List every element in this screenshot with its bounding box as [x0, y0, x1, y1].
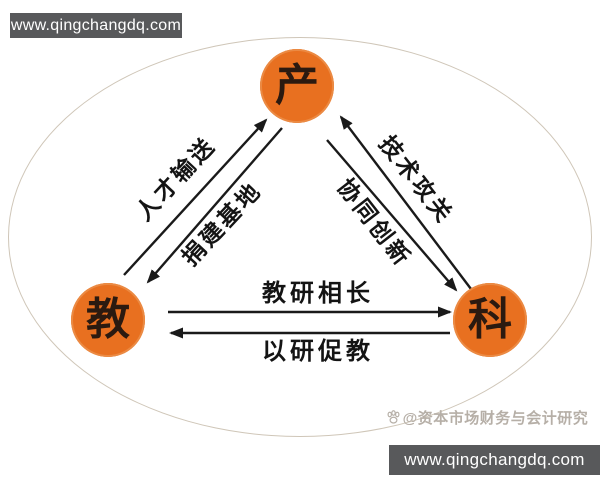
paw-logo-icon — [387, 409, 400, 424]
credit-watermark-text: @资本市场财务与会计研究 — [402, 409, 589, 427]
watermark-bar-top: www.qingchangdq.com — [10, 13, 182, 38]
node-science: 科 — [453, 283, 527, 357]
watermark-url-top: www.qingchangdq.com — [10, 16, 182, 34]
node-education: 教 — [71, 283, 145, 357]
node-science-label: 科 — [468, 295, 512, 344]
edge-label-teaching-research: 教研相长 — [262, 280, 374, 307]
node-industry-label: 产 — [275, 61, 319, 110]
watermark-bar-bottom: www.qingchangdq.com — [389, 445, 600, 475]
edge-label-research-teaching: 以研促教 — [262, 338, 374, 365]
node-education-label: 教 — [86, 295, 130, 344]
background-ellipse — [8, 37, 592, 437]
node-industry: 产 — [260, 49, 334, 123]
credit-watermark: @资本市场财务与会计研究 — [378, 406, 596, 428]
watermark-url-bottom: www.qingchangdq.com — [404, 450, 585, 469]
